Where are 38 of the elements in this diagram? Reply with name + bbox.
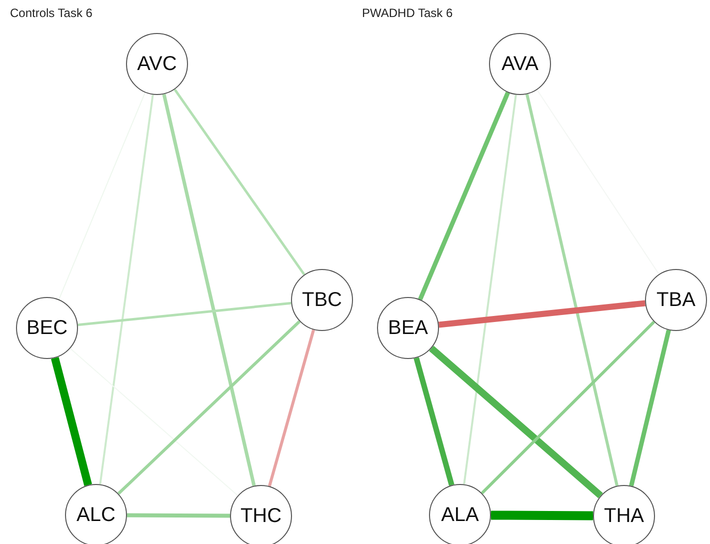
node-label: THC	[240, 504, 282, 528]
edge-line	[525, 94, 619, 486]
edge-line	[490, 510, 594, 520]
node-label: TBA	[656, 288, 696, 312]
edge-line	[99, 94, 154, 484]
node-circle	[377, 297, 439, 359]
edge-line	[463, 94, 517, 484]
panel-title: Controls Task 6	[10, 6, 92, 20]
node-label: THA	[604, 504, 644, 528]
node-label: BEA	[388, 316, 428, 340]
edge-line	[429, 346, 603, 498]
edge-line	[414, 357, 454, 486]
node-circle	[65, 484, 127, 544]
node-circle	[291, 269, 353, 331]
node-label: AVC	[137, 52, 177, 76]
node-circle	[429, 484, 491, 544]
edge-line	[268, 329, 316, 487]
edge-line	[418, 92, 510, 300]
edge-line	[174, 88, 306, 276]
node-label: ALC	[76, 504, 116, 526]
edge-line	[58, 92, 146, 300]
panel-title: PWADHD Task 6	[362, 6, 453, 20]
edge-line	[50, 356, 92, 486]
edge-line	[127, 513, 230, 518]
node-label: AVA	[501, 52, 539, 76]
edge-line	[117, 320, 301, 495]
node-circle	[645, 269, 707, 331]
node-label: BEC	[26, 316, 68, 340]
edge-line	[162, 94, 256, 486]
node-label: TBC	[302, 288, 342, 312]
node-circle	[593, 485, 655, 544]
node-label: ALA	[441, 504, 479, 526]
edge-line	[480, 320, 656, 494]
edge-line	[629, 330, 671, 486]
edge-line	[78, 302, 292, 326]
edge-line	[70, 348, 238, 496]
edge-line	[536, 89, 660, 275]
edge-line	[438, 300, 646, 328]
